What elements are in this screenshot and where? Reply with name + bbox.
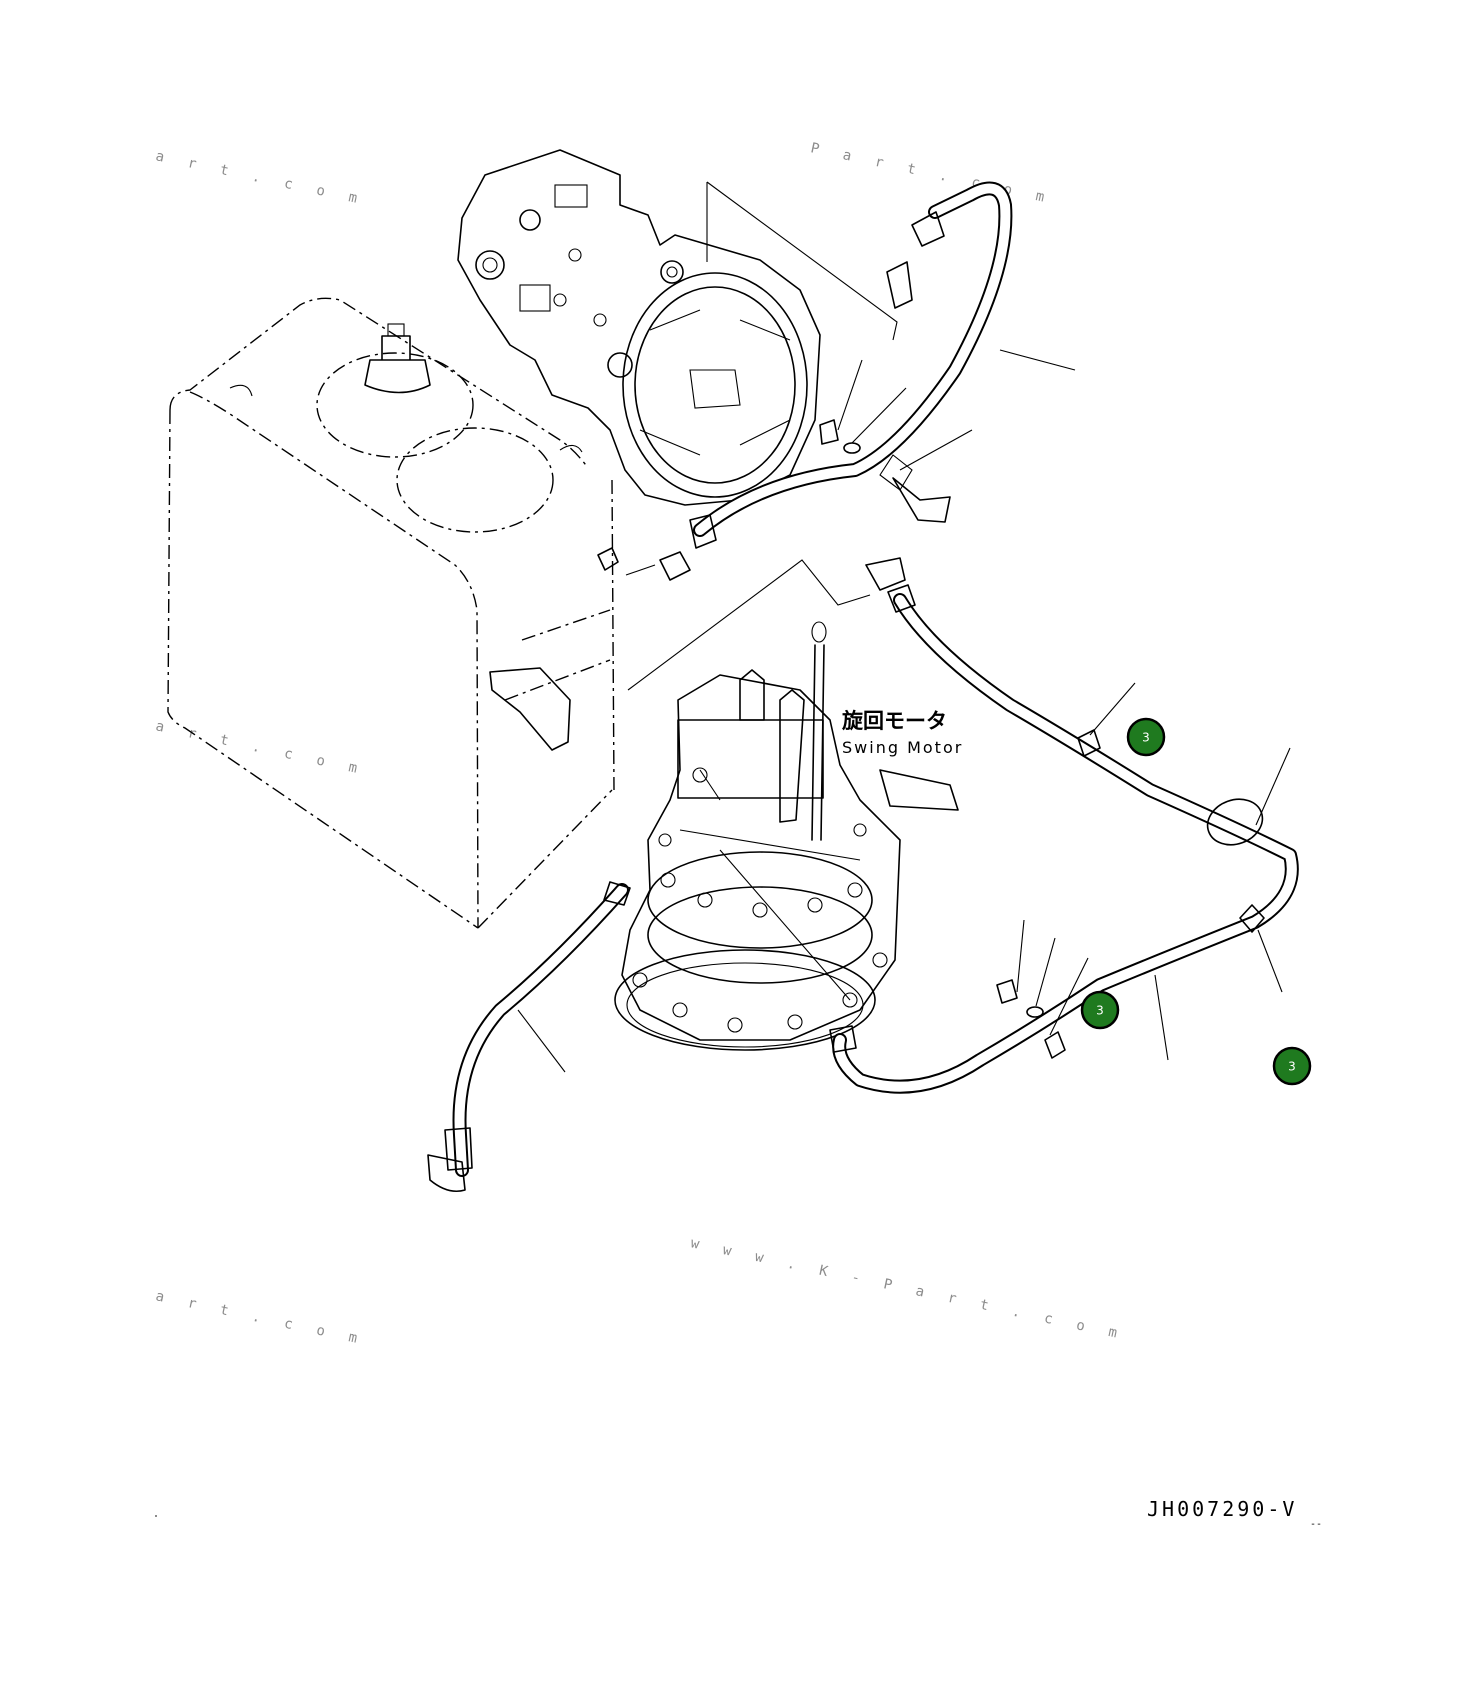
watermark-top-right: P a r t . c o m [809, 140, 1053, 207]
swing-motor [614, 621, 959, 1051]
swing-motor-label-en: Swing Motor [842, 738, 963, 757]
swing-motor-label-jp: 旋回モータ [841, 709, 947, 733]
upper-hose [689, 181, 1076, 549]
clamp-bolt-washer [996, 919, 1056, 1018]
callout-3-b[interactable]: 3 [1080, 990, 1120, 1030]
callout-3-c[interactable]: 3 [1272, 1046, 1312, 1086]
watermark-top-left: a r t . c o m [154, 148, 366, 208]
corner-dot [155, 1515, 157, 1517]
pump-bolt-washer [819, 359, 907, 454]
svg-text:3: 3 [1142, 731, 1150, 745]
revision-mark: -- [1310, 1519, 1322, 1530]
svg-text:3: 3 [1288, 1060, 1296, 1074]
tank-fittings [625, 551, 906, 691]
tank-return-hose [427, 881, 631, 1193]
watermark-mid-left: a r t . c o m [154, 718, 366, 778]
hydraulic-tank [167, 297, 619, 929]
main-pump [457, 149, 821, 506]
drain-hose [829, 584, 1299, 1094]
drawing-number: JH007290-V [1147, 1497, 1297, 1521]
callout-3-a[interactable]: 3 [1126, 717, 1166, 757]
watermark-bottom-left: a r t . c o m [154, 1288, 366, 1348]
svg-text:3: 3 [1096, 1004, 1104, 1018]
watermark-bottom-center: w w w . K - P a r t . c o m [689, 1235, 1126, 1343]
